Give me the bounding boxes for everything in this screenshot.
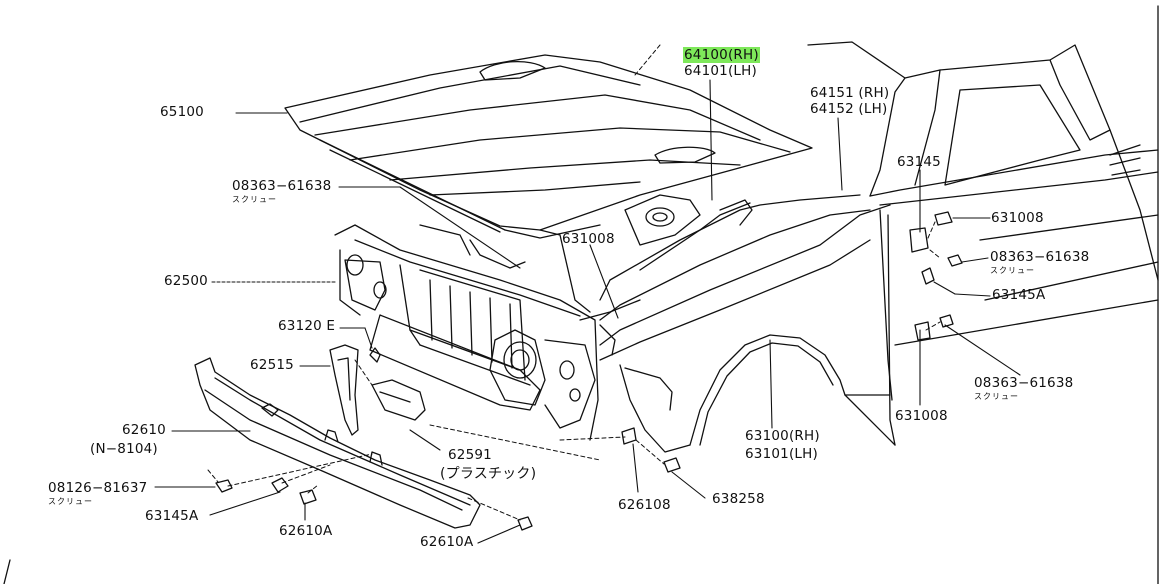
label-64152-lh: 64152 (LH) [810, 101, 888, 117]
label-62610: 62610 [122, 422, 166, 438]
label-screw-a: スクリュー [232, 195, 277, 204]
label-n-8104: (N−8104) [90, 441, 158, 457]
label-631008-c: 631008 [895, 408, 948, 424]
bracket-62515 [330, 345, 380, 435]
hood-panel [285, 55, 812, 238]
label-plastic: (プラスチック) [440, 466, 537, 482]
label-08126-81637: 08126−81637 [48, 480, 148, 496]
fasteners [216, 212, 962, 530]
lower-spoiler [195, 358, 480, 528]
label-screw-c: スクリュー [974, 392, 1019, 401]
label-63100-rh: 63100(RH) [745, 428, 820, 444]
label-08363-61638-a: 08363−61638 [232, 178, 332, 194]
label-63145: 63145 [897, 154, 941, 170]
label-63145a-left: 63145A [145, 508, 199, 524]
label-631008-b: 631008 [991, 210, 1044, 226]
label-63145a-right: 63145A [992, 287, 1046, 303]
assembly-lines [208, 45, 940, 520]
label-64101-lh: 64101(LH) [684, 63, 757, 79]
hood-ledge-apron [580, 195, 870, 355]
radiator-support [335, 225, 598, 440]
label-62591: 62591 [448, 447, 492, 463]
label-65100: 65100 [160, 104, 204, 120]
label-62610a-b: 62610A [420, 534, 474, 550]
label-626108: 626108 [618, 497, 671, 513]
label-62515: 62515 [250, 357, 294, 373]
label-63101-lh: 63101(LH) [745, 446, 818, 462]
label-62610a-a: 62610A [279, 523, 333, 539]
label-08363-61638-c: 08363−61638 [974, 375, 1074, 391]
highlight-mark: 64100(RH) [683, 47, 760, 63]
label-638258: 638258 [712, 491, 765, 507]
label-08363-61638-b: 08363−61638 [990, 249, 1090, 265]
scan-mark [4, 560, 10, 584]
body-side-outline [808, 6, 1158, 584]
label-screw-b: スクリュー [990, 266, 1035, 275]
label-631008-a: 631008 [562, 231, 615, 247]
label-63120e: 63120 E [278, 318, 336, 334]
label-screw-d: スクリュー [48, 497, 93, 506]
clip-62591 [372, 380, 425, 420]
front-fender [600, 205, 895, 452]
label-64151-rh: 64151 (RH) [810, 85, 890, 101]
label-64100-rh: 64100(RH) [683, 47, 760, 63]
leader-lines [155, 80, 1020, 543]
label-62500: 62500 [164, 273, 208, 289]
